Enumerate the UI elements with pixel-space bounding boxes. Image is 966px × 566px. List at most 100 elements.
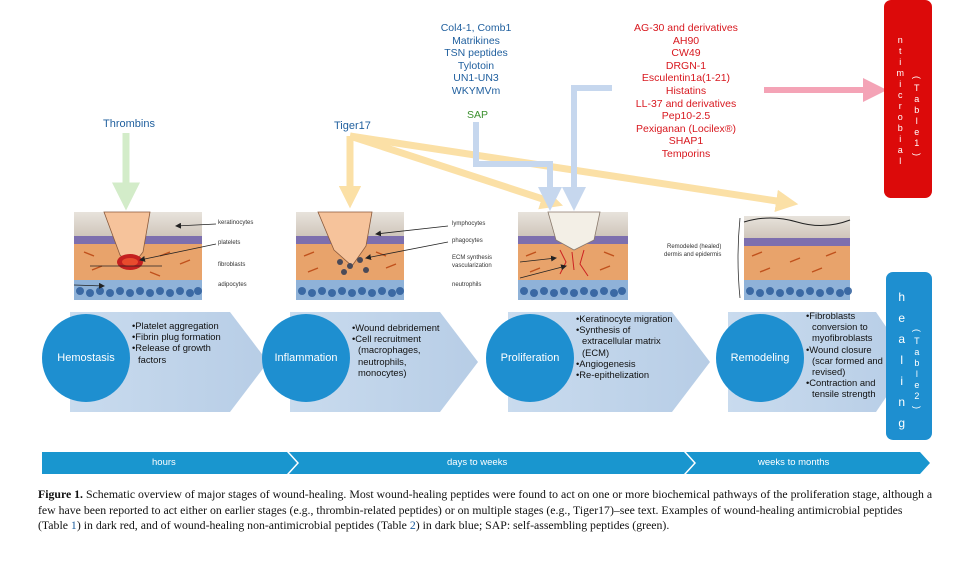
bullet-item: •Fibroblasts conversion to myofibroblast… <box>806 310 873 344</box>
letter: e <box>914 127 920 137</box>
peptide-item: WKYMVm <box>451 84 501 97</box>
tiger17-label: Tiger17 <box>334 120 371 132</box>
peptide-item: AG-30 and derivatives <box>634 22 738 34</box>
remodeling-bullets: •Fibroblasts conversion to myofibroblast… <box>806 310 888 400</box>
caption-label: Figure 1. <box>38 487 83 501</box>
annotation-ecm-synthesis: ECM synthesis <box>452 255 493 261</box>
letter: l <box>899 156 902 166</box>
bullet-item: •Fibrin plug formation <box>132 331 221 343</box>
inflammation-skin-panel <box>296 211 404 300</box>
letter: 2 <box>914 391 920 401</box>
non-antimicrobial-peptide-list: Col4-1, Comb1 Matrikines TSN peptides Ty… <box>424 22 528 98</box>
letter: 1 <box>914 138 920 148</box>
letter: T <box>914 336 920 346</box>
peptide-item: Pep10-2.5 <box>661 110 711 123</box>
timeline-label-hours: hours <box>152 457 176 468</box>
healing-vertical-text: h e a l i n g <box>898 287 905 434</box>
letter: b <box>914 105 920 115</box>
letter: ( <box>912 76 923 79</box>
bullet-item: •Synthesis of extracellular matrix (ECM) <box>576 324 661 358</box>
annotation-phagocytes: phagocytes <box>452 238 483 244</box>
letter: b <box>914 358 920 368</box>
letter: l <box>915 116 918 126</box>
proliferation-skin-panel <box>518 211 628 300</box>
table-2-link[interactable]: 2 <box>409 518 416 533</box>
remodeling-skin-panel <box>737 216 852 300</box>
antimicrobial-peptide-list: AG-30 and derivatives AH90 CW49 DRGN-1 E… <box>616 22 756 161</box>
letter: ( <box>912 329 923 332</box>
annotation-platelets: platelets <box>218 240 241 246</box>
antimicrobial-connector-arrow <box>562 85 612 211</box>
letter: n <box>897 35 903 45</box>
letter: b <box>897 123 903 133</box>
peptide-item: AH90 <box>672 34 700 47</box>
annotation-remodeled: Remodeled (healed) dermis and epidermis <box>664 244 721 259</box>
timeline-bar <box>42 452 930 474</box>
annotation-neutrophils: neutrophils <box>452 282 482 288</box>
antimicrobial-vertical-text: n t i m i c r o b i a l <box>897 35 905 167</box>
letter: a <box>898 331 906 346</box>
timeline-weeks <box>686 452 930 474</box>
letter: l <box>900 352 904 367</box>
hemostasis-bullets: •Platelet aggregation •Fibrin plug forma… <box>132 320 224 365</box>
letter: g <box>898 415 906 430</box>
caption-text-1: Schematic overview of major stages of wo… <box>38 487 933 533</box>
peptide-item: CW49 <box>671 47 701 60</box>
timeline-label-days-to-weeks: days to weeks <box>447 457 508 468</box>
peptide-item: DRGN-1 <box>665 59 707 72</box>
letter: i <box>900 373 904 388</box>
annotation-line: Remodeled (healed) <box>666 244 722 250</box>
bullet-item: •Wound debridement <box>352 322 440 333</box>
letter: e <box>898 310 906 325</box>
letter: T <box>914 83 920 93</box>
sap-label: SAP <box>467 109 489 121</box>
peptide-item: Pexiganan (Locilex®) <box>636 122 736 135</box>
bullet-item: •Contraction and tensile strength <box>806 377 876 400</box>
tiger17-arrow-proliferation <box>348 132 563 210</box>
healing-table-ref: ( T a b l e 2 ) <box>912 307 923 413</box>
letter: t <box>898 46 902 56</box>
peptide-item: Histatins <box>665 84 707 97</box>
timeline-days <box>289 452 694 474</box>
peptide-item: Temporins <box>661 147 711 160</box>
inflammation-bullets: •Wound debridement •Cell recruitment (ma… <box>352 322 442 378</box>
bullet-item: •Re-epithelization <box>576 369 650 381</box>
timeline-label-weeks-to-months: weeks to months <box>758 457 830 468</box>
letter: a <box>914 94 920 104</box>
stage-remodeling-circle: Remodeling <box>716 314 804 402</box>
annotation-keratinocytes: keratinocytes <box>218 220 254 226</box>
bullet-item: •Cell recruitment (macrophages, neutroph… <box>352 333 421 378</box>
healing-table-box: h e a l i n g ( T a b l e 2 ) <box>886 272 932 440</box>
caption-text-2: ) in dark red, and of wound-healing non-… <box>76 518 410 533</box>
thrombins-label: Thrombins <box>103 118 155 130</box>
bullet-item: •Wound closure (scar formed and revised) <box>806 343 883 378</box>
letter: ) <box>912 153 923 156</box>
letter: r <box>898 101 902 111</box>
stage-inflammation-circle: Inflammation <box>262 314 350 402</box>
letter: a <box>914 347 920 357</box>
letter: h <box>898 289 906 304</box>
peptide-item: SHAP1 <box>668 135 704 148</box>
bullet-item: •Keratinocyte migration <box>576 313 673 324</box>
letter: a <box>897 145 903 155</box>
timeline-hours <box>42 452 297 474</box>
peptide-item: LL-37 and derivatives <box>635 97 737 110</box>
letter: e <box>914 380 920 390</box>
annotation-fibroblasts: fibroblasts <box>218 262 246 268</box>
peptide-item: Esculentin1a(1-21) <box>641 72 731 85</box>
bullet-item: •Platelet aggregation <box>132 320 219 331</box>
tiger17-arrow-remodeling <box>349 132 799 212</box>
peptide-item: Matrikines <box>452 34 500 47</box>
proliferation-bullets: •Keratinocyte migration •Synthesis of ex… <box>576 313 676 380</box>
peptide-item: Col4-1, Comb1 <box>440 22 512 34</box>
letter: l <box>915 369 918 379</box>
table-1-link[interactable]: 1 <box>70 518 77 533</box>
antimicrobial-table-ref: ( T a b l e 1 ) <box>912 42 923 160</box>
annotation-vascularization: vascularization <box>452 263 492 269</box>
non-antimicrobial-arrow <box>473 122 562 211</box>
letter: i <box>899 134 902 144</box>
letter: ) <box>912 406 923 409</box>
letter: i <box>899 79 902 89</box>
hemostasis-skin-panel <box>74 211 202 300</box>
annotation-line: dermis and epidermis <box>664 251 722 258</box>
